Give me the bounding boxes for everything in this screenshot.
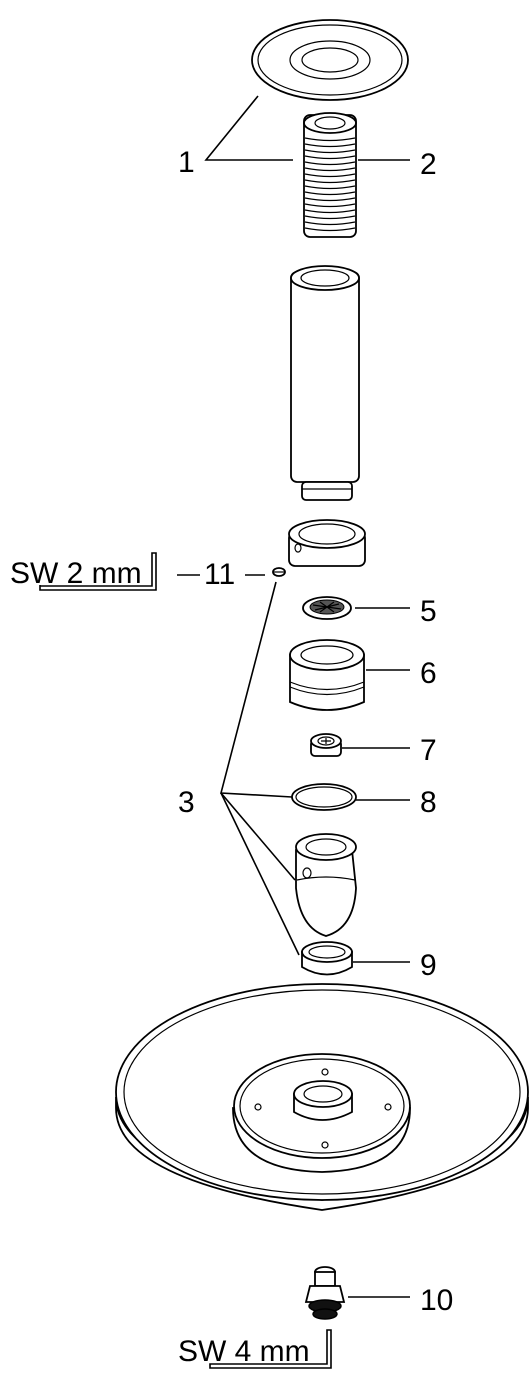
thread-line (304, 209, 356, 214)
thread-line (304, 173, 356, 178)
callout-1: 1 (178, 146, 195, 179)
o-ring (291, 783, 357, 811)
hex-key-large (209, 1329, 332, 1369)
thread-line (304, 191, 356, 196)
hex-key-large-label: SW 4 mm (178, 1335, 310, 1368)
thread-line (304, 185, 356, 190)
thread-line (304, 161, 356, 166)
clamp-collar (288, 519, 366, 567)
union-nut (289, 639, 365, 711)
thread-line (304, 167, 356, 172)
thread-line (304, 137, 356, 142)
callout-3: 3 (178, 786, 195, 819)
thread-line (304, 179, 356, 184)
hex-key-small (39, 552, 157, 591)
filter-screen (302, 596, 352, 620)
shower-head (115, 983, 529, 1211)
thread-line (304, 149, 356, 154)
ball-joint (295, 833, 357, 937)
callout-11: 11 (204, 558, 235, 591)
callout-9: 9 (420, 949, 437, 982)
thread-line (304, 203, 356, 208)
ceiling-rosette (251, 19, 409, 101)
callout-5: 5 (420, 595, 437, 628)
threaded-pipe (303, 112, 357, 238)
thread-line (304, 221, 356, 226)
thread-line (304, 155, 356, 160)
callout-10: 10 (420, 1284, 453, 1317)
callout-8: 8 (420, 786, 437, 819)
thread-line (304, 227, 356, 232)
leader-lines (177, 95, 410, 1298)
callout-2: 2 (420, 148, 437, 181)
hex-key-small-label: SW 2 mm (10, 557, 142, 590)
flow-limiter (310, 733, 342, 757)
callout-6: 6 (420, 657, 437, 690)
thread-line (304, 143, 356, 148)
set-screw (272, 567, 286, 577)
nozzle-insert (304, 1266, 346, 1320)
thread-line (304, 215, 356, 220)
thread-line (304, 197, 356, 202)
extension-tube (290, 265, 360, 501)
callout-7: 7 (420, 734, 437, 767)
retaining-ring (301, 941, 353, 976)
